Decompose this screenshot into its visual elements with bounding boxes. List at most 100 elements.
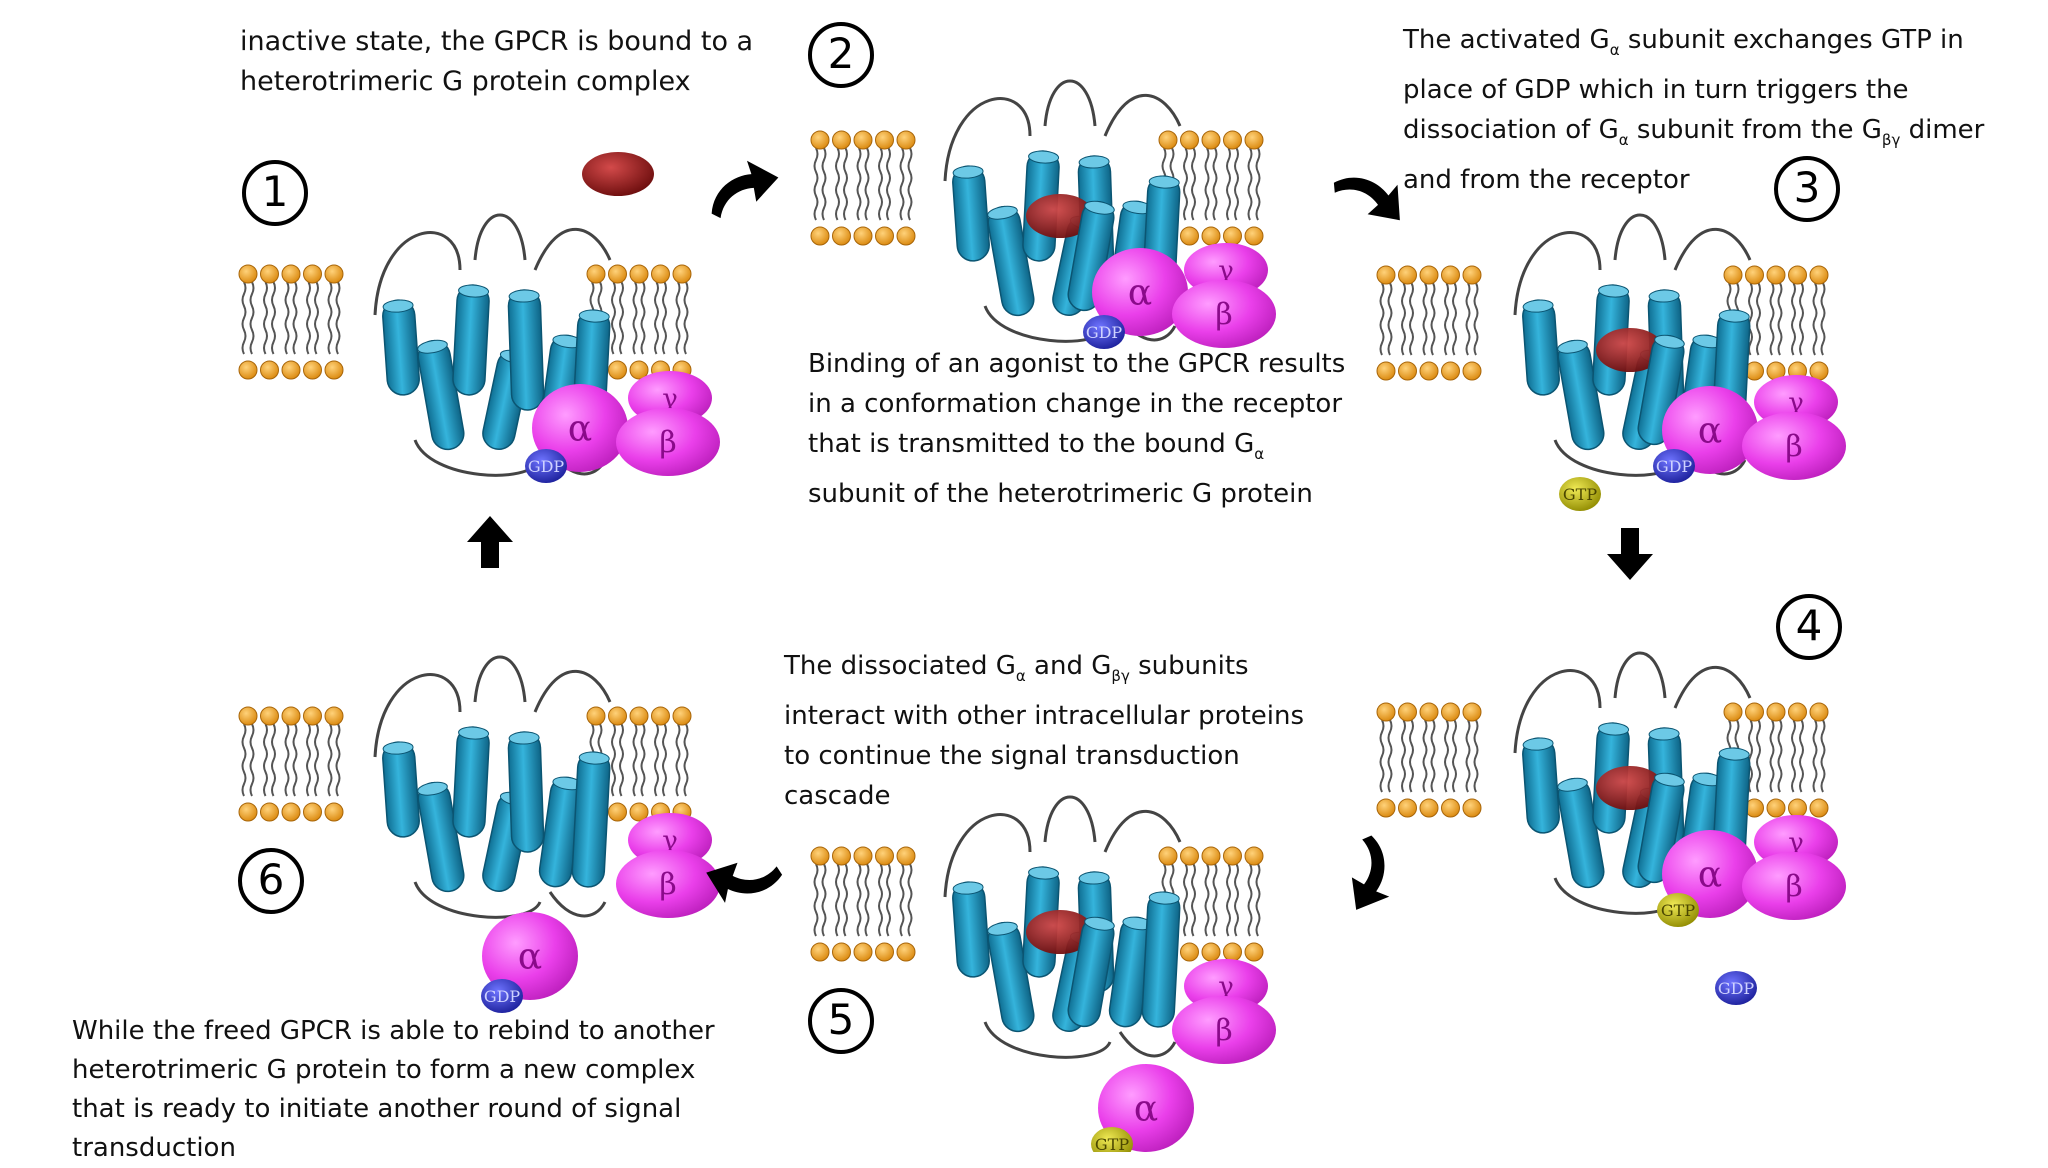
g-alpha-subunit: α [1662, 386, 1758, 474]
gtp-molecule: GTP [1559, 477, 1601, 511]
g-alpha-subunit-label: α [518, 937, 542, 978]
lipid-tail [335, 281, 341, 355]
lipid-tail [675, 281, 681, 355]
helix [1141, 891, 1181, 1028]
nucleotide-label: GDP [1718, 979, 1755, 998]
lipid-head [1223, 130, 1242, 150]
lipid-tail [821, 147, 827, 221]
helix-body [571, 751, 611, 888]
lipid-tail [1444, 719, 1449, 793]
lipid-tail [1409, 719, 1414, 793]
lipid-head [1398, 798, 1417, 818]
lipid-head [303, 360, 322, 380]
lipid-tail [835, 863, 840, 937]
lipid-tail [1247, 863, 1253, 937]
lipid-tail [1820, 719, 1826, 793]
lipid-head [260, 706, 279, 726]
helix [1557, 777, 1605, 889]
helix-top [1598, 722, 1630, 736]
lipid-tail [662, 281, 667, 355]
lipid-head [1723, 702, 1743, 722]
helix-top [1084, 200, 1115, 215]
lipid-head [303, 706, 322, 726]
helix-top [578, 309, 610, 323]
bound-agonist [1026, 194, 1094, 238]
lipid-tail [1777, 282, 1783, 356]
nucleotide-shape [1559, 477, 1601, 511]
lipid-tail [1812, 282, 1818, 356]
g-beta-subunit: β [1742, 852, 1846, 920]
lipid-tail [1799, 282, 1804, 356]
helix [382, 741, 420, 838]
helix [952, 881, 990, 978]
nucleotide-shape [1083, 315, 1125, 349]
lipid-head [810, 942, 830, 962]
lipid-tail [907, 147, 913, 221]
gdp-molecule: GDP [481, 979, 523, 1013]
lipid-head [238, 706, 258, 726]
helix-top [1028, 866, 1060, 880]
lipid-tail [1226, 147, 1231, 221]
lipid-tail [886, 147, 891, 221]
lipid-tail [1777, 719, 1783, 793]
lipid-head [629, 706, 649, 726]
lipid-head [1180, 130, 1199, 150]
caption-line: heterotrimeric G protein complex [240, 66, 691, 97]
lipid-head [1462, 361, 1482, 381]
step-3-caption: The activated Gα subunit exchanges GTP i… [1403, 20, 1984, 200]
caption-line: subunit of the heterotrimeric G protein [808, 479, 1313, 509]
lipid-tail [1401, 282, 1406, 356]
g-beta-subunit: β [616, 850, 720, 918]
helix-top [1148, 891, 1180, 905]
lipid-head [629, 264, 649, 284]
g-beta-subunit: β [1172, 280, 1276, 348]
lipid-tail [306, 281, 311, 355]
lipid-head [238, 802, 258, 822]
helix-top [417, 781, 448, 796]
helix-top [1078, 155, 1110, 169]
g-beta-subunit-shape [1172, 996, 1276, 1064]
lipid-bilayer [810, 846, 916, 962]
lipid-head [896, 846, 916, 866]
lipid-head [281, 802, 301, 822]
g-gamma-subunit-label: γ [1218, 972, 1234, 1002]
arrow-6-to-1 [467, 516, 513, 568]
lipid-head [1788, 798, 1807, 818]
helix [987, 921, 1035, 1033]
lipid-tail [1756, 282, 1761, 356]
lipid-head [1201, 942, 1221, 962]
lipid-tail [619, 281, 624, 355]
arrow-1-to-2 [711, 160, 779, 219]
helix [987, 205, 1035, 317]
lipid-head [1441, 798, 1460, 818]
lipid-head [896, 226, 916, 246]
helix-top [382, 299, 414, 313]
helix-top [508, 289, 540, 303]
lipid-head [1201, 226, 1221, 246]
intracellular-loops [413, 881, 607, 919]
extracellular-loops [373, 213, 612, 316]
lipid-tail [1387, 719, 1393, 793]
lipid-tail [306, 723, 311, 797]
nucleotide-label: GTP [1661, 901, 1695, 920]
gpcr-receptor [373, 655, 612, 919]
intracellular-loops [983, 1021, 1177, 1059]
lipid-tail [662, 723, 667, 797]
lipid-tail [654, 281, 659, 355]
lipid-tail [821, 863, 827, 937]
caption-line: place of GDP which in turn triggers the [1403, 75, 1909, 105]
lipid-head [1441, 361, 1460, 381]
helix-top [1654, 772, 1685, 787]
step-5-caption: The dissociated Gα and Gβγ subunits inte… [784, 646, 1304, 816]
subscript: α [1609, 41, 1620, 59]
extracellular-loops [1513, 651, 1752, 754]
lipid-tail [1812, 719, 1818, 793]
nucleotide-shape [1653, 449, 1695, 483]
helix-top [1557, 777, 1588, 792]
lipid-tail [632, 281, 638, 355]
g-beta-subunit-shape [1172, 280, 1276, 348]
helix-top [1028, 150, 1060, 164]
caption-line: that is ready to initiate another round … [72, 1094, 682, 1124]
lipid-head [324, 706, 344, 726]
